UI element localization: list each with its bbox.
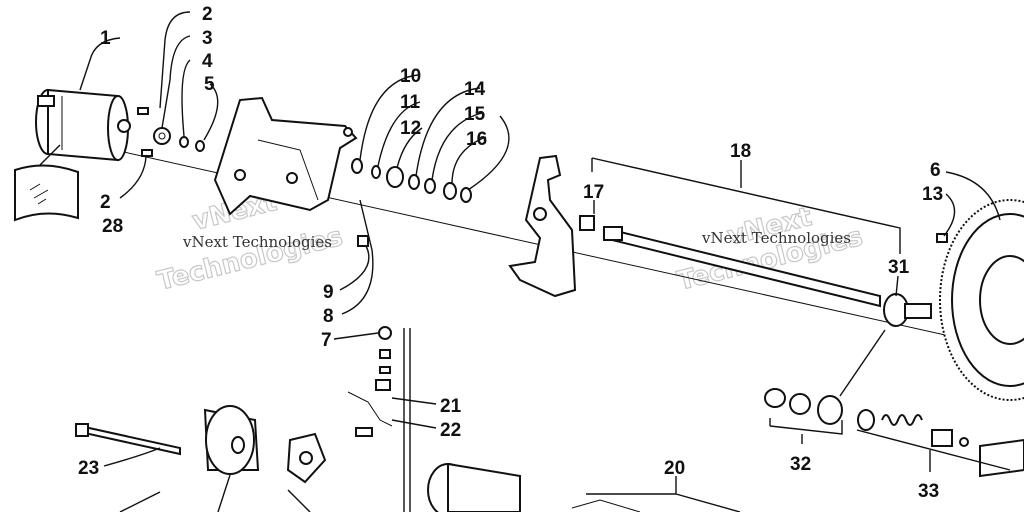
callout-5: 5 <box>204 74 215 95</box>
nut <box>357 235 369 247</box>
callout-12: 12 <box>400 118 421 139</box>
callout-16: 16 <box>466 129 487 150</box>
starter-bracket <box>213 96 358 216</box>
callout-33: 33 <box>918 481 939 502</box>
end-cap <box>203 405 260 475</box>
brush-holder-parts <box>347 326 411 512</box>
callout-labels: 1 2 3 4 5 2 28 10 11 12 14 15 16 9 8 7 2… <box>78 4 943 502</box>
bearing-stack <box>351 158 472 203</box>
callout-3: 3 <box>202 28 213 49</box>
pinion-and-washers <box>137 107 205 157</box>
clutch-group-33 <box>857 409 1024 478</box>
callout-13: 13 <box>922 184 943 205</box>
callout-4: 4 <box>202 51 213 72</box>
center-bracket <box>508 154 595 298</box>
callout-14: 14 <box>464 79 486 100</box>
callout-10: 10 <box>400 66 421 87</box>
starter-motor <box>35 88 131 162</box>
callout-11: 11 <box>400 92 421 113</box>
callout-9: 9 <box>323 282 334 303</box>
watermark-right: vNext Technologies vNext Technologies <box>674 201 866 297</box>
watermark-left-text: vNext Technologies <box>182 233 332 251</box>
callout-22: 22 <box>440 420 461 441</box>
through-bolt <box>75 423 181 456</box>
watermark-right-text: vNext Technologies <box>701 229 851 247</box>
callout-32: 32 <box>790 454 811 475</box>
armature-housing <box>427 462 641 512</box>
callout-31: 31 <box>888 257 910 278</box>
callout-18: 18 <box>730 141 751 162</box>
drive-pinion <box>883 293 932 327</box>
callout-20: 20 <box>664 458 685 479</box>
callout-8: 8 <box>323 306 334 327</box>
callout-21: 21 <box>440 396 462 417</box>
callout-2-top: 2 <box>202 4 213 25</box>
callout-6: 6 <box>930 160 941 181</box>
leader-lines <box>39 11 1011 512</box>
clutch-group-32 <box>764 388 843 425</box>
drive-shaft <box>603 226 881 308</box>
brush-plate <box>286 432 327 484</box>
callout-1: 1 <box>100 28 111 49</box>
callout-28: 28 <box>102 216 123 237</box>
callout-7: 7 <box>321 330 332 351</box>
callout-15: 15 <box>464 104 486 125</box>
callout-17: 17 <box>583 182 604 203</box>
ring-gear <box>936 199 1024 401</box>
callout-23: 23 <box>78 458 99 479</box>
shield-cover <box>14 164 79 222</box>
callout-2-bottom: 2 <box>100 192 111 213</box>
